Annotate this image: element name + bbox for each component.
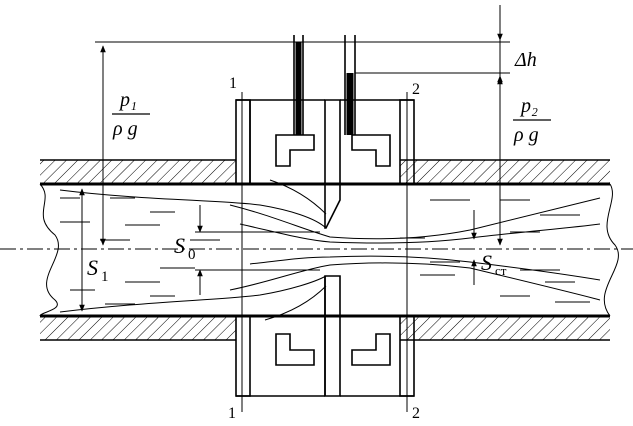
p1-over-rho-g-label: p₁ ρ g — [112, 89, 150, 140]
tap-chamber-upper — [275, 134, 391, 167]
orifice-plate — [324, 99, 341, 397]
sct-subscript: ст — [495, 263, 507, 278]
p2-denominator: ρ g — [513, 124, 539, 146]
s0-dimension — [195, 205, 320, 295]
p2-height-dimension — [355, 72, 510, 246]
piezometer-tube-1 — [293, 35, 304, 135]
sct-label: S — [481, 250, 492, 275]
s1-subscript: 1 — [101, 269, 109, 285]
pipe-wall-lower — [40, 314, 610, 341]
streamlines — [59, 179, 601, 321]
p1-denominator: ρ g — [112, 118, 138, 140]
section-2-bottom-label: 2 — [412, 405, 420, 422]
section-1-bottom-label: 1 — [228, 405, 236, 422]
flow-dashes — [60, 197, 590, 305]
flange-left-lower — [235, 315, 325, 397]
flange-left-upper — [235, 99, 325, 185]
s0-subscript: 0 — [188, 247, 196, 263]
section-2-top-label: 2 — [412, 81, 420, 98]
p1-height-dimension — [95, 41, 510, 246]
p1-numerator: p₁ — [118, 89, 137, 111]
p2-numerator: p₂ — [519, 95, 538, 117]
p2-over-rho-g-label: p₂ ρ g — [513, 95, 551, 146]
pipe-break-right — [603, 183, 619, 317]
piezometer-tube-2 — [344, 35, 356, 135]
s1-label: S — [87, 255, 98, 280]
delta-h-label: Δh — [514, 49, 537, 71]
pipe-break-left — [39, 183, 59, 317]
section-1-top-label: 1 — [229, 75, 237, 92]
s0-label: S — [174, 233, 185, 258]
tap-chamber-lower — [275, 333, 391, 366]
